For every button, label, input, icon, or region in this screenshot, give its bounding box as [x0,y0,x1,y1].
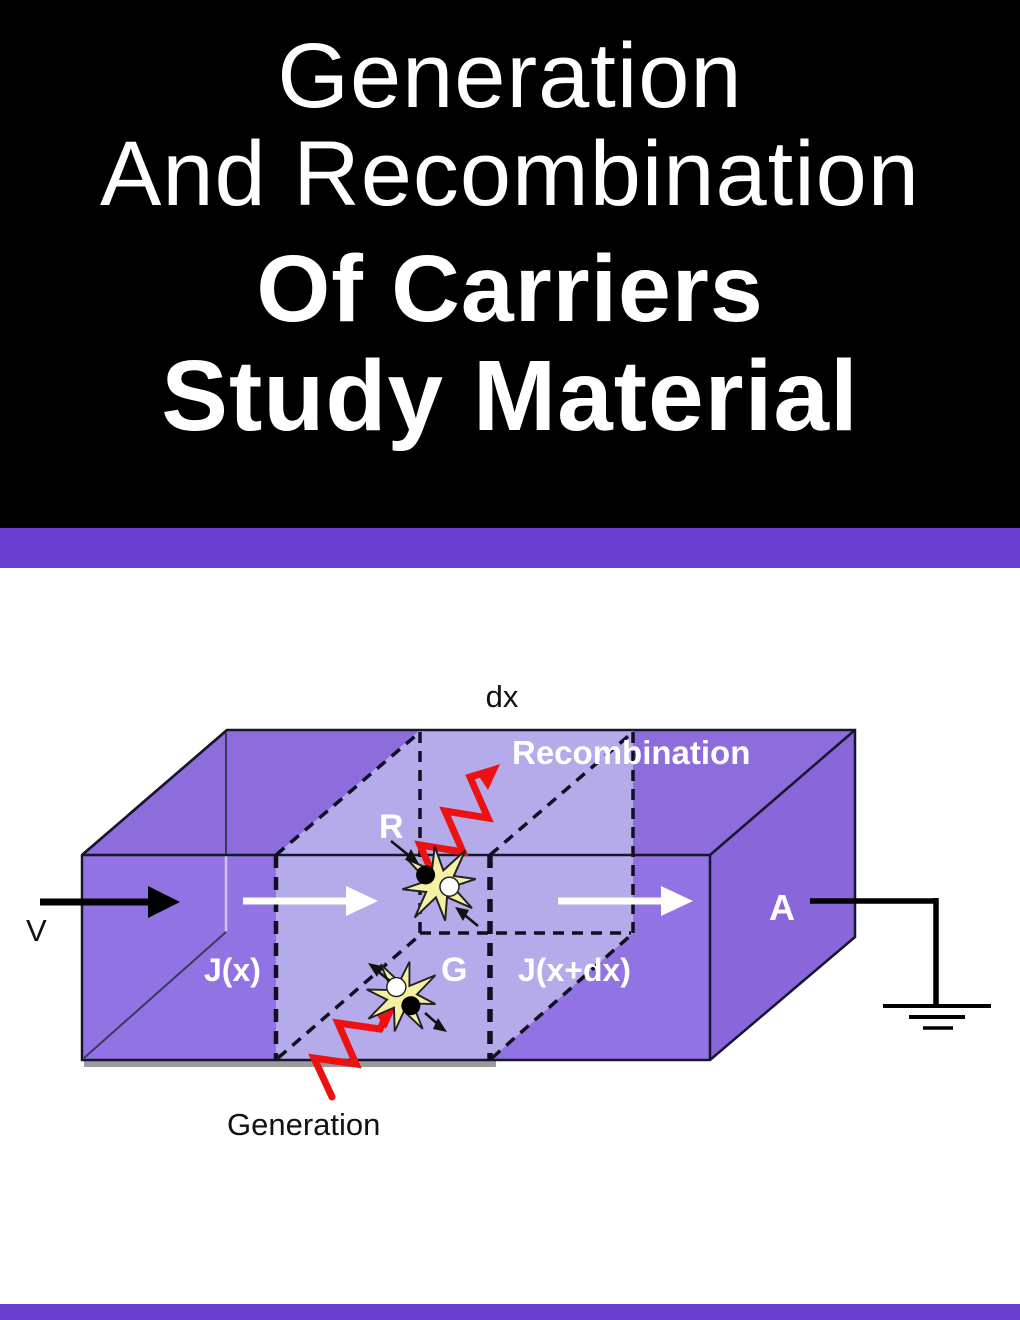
hole-dot [439,876,460,897]
recombination-photon-arrow [414,764,500,890]
electron-dot [401,996,421,1016]
slab-dashed-edges [273,730,635,1060]
hole-in-arrow-head [455,907,469,921]
recombination-starburst [402,846,476,922]
accent-bar-bottom [0,1304,1020,1320]
slab-top-left-edge [274,730,422,857]
g-label: G [441,951,467,989]
diagram-labels: dx Recombination R G J(x) J(x+dx) A V Ge… [26,679,795,1142]
box-right-face [710,730,855,1060]
electron-dot [416,865,436,885]
generation-carrier-arrows [368,963,447,1032]
a-label: A [769,887,795,928]
hole-out-arrow-head [368,963,382,977]
current-arrows [40,886,693,918]
box-faces [82,730,855,1060]
jx-flux-arrow-head [346,886,378,916]
electron-out-arrow-head [433,1018,447,1032]
v-label: V [26,913,47,948]
electron-in-arrow-head [405,849,419,864]
hidden-bottom-depth-edge [83,931,227,1059]
jxdx-label: J(x+dx) [518,952,631,988]
jx-label: J(x) [204,952,261,988]
title-line-2: And Recombination [100,123,920,225]
dx-label: dx [486,679,519,714]
left-depth-edge [81,729,228,856]
hole-dot [386,976,407,998]
jxdx-flux-arrow-head [661,886,693,916]
right-depth-edge [709,729,856,856]
box-hidden-edges [83,733,228,1059]
input-current-arrow-head [148,886,180,918]
recombination-arrow-head [476,764,500,790]
generation-starburst [366,961,437,1032]
recombination-label: Recombination [512,734,750,771]
recombination-carrier-arrows [390,840,479,927]
output-wire-ground [810,898,991,1030]
title-line-1: Generation [277,25,743,127]
box-outline [80,728,857,1062]
slab-bottom-left-edge [276,933,422,1060]
semiconductor-bar-diagram: dx Recombination R G J(x) J(x+dx) A V Ge… [26,679,991,1142]
slab-top-right-edge [488,730,635,857]
accent-bar-top [0,528,1020,568]
r-label: R [379,808,404,846]
recombination-zigzag [414,767,494,890]
title-line-3: Of Carriers [256,236,764,342]
title-line-4: Study Material [161,340,859,452]
generation-label: Generation [227,1107,380,1142]
title-block: Generation And Recombination Of Carriers… [0,0,1020,528]
slab-bottom-right-edge [490,933,633,1060]
generation-zigzag [308,1008,392,1101]
